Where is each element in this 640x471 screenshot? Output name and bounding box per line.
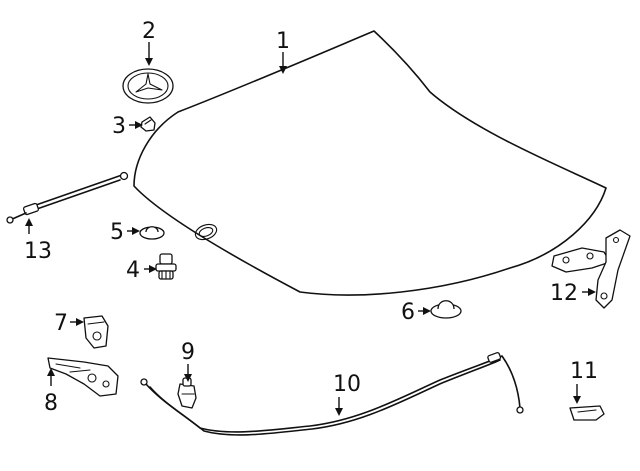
bracket-part (83, 315, 109, 349)
callout-10: 10 (333, 372, 361, 397)
leader-1 (279, 52, 287, 74)
emblem-part (122, 68, 174, 104)
callout-9: 9 (181, 340, 195, 365)
callout-6: 6 (401, 300, 415, 325)
grommet-part (140, 116, 156, 132)
callout-8: 8 (44, 391, 58, 416)
leader-13 (25, 218, 33, 234)
buffer-part (155, 253, 177, 280)
callout-2: 2 (142, 19, 156, 44)
bumper-part (430, 300, 462, 319)
leader-7 (70, 318, 84, 326)
leader-2 (145, 42, 153, 66)
release-handle-part (177, 377, 197, 409)
leader-8 (47, 368, 55, 386)
hood-hinge-part (551, 229, 631, 309)
gas-strut-part (6, 171, 129, 224)
callout-5: 5 (110, 220, 124, 245)
callout-11: 11 (570, 359, 598, 384)
release-cable-part (140, 352, 524, 436)
leader-5 (127, 227, 140, 235)
callout-numbers: 1 2 3 4 5 6 7 8 9 10 11 12 13 (24, 19, 598, 416)
hood-panel (133, 30, 607, 296)
seal-clip-part (139, 226, 165, 240)
hood-latch-part (47, 357, 119, 397)
lock-plate-part (569, 405, 605, 421)
leader-6 (418, 307, 431, 315)
leader-10 (335, 397, 343, 416)
callout-12: 12 (550, 281, 578, 306)
callout-7: 7 (54, 311, 68, 336)
leader-9 (184, 364, 192, 382)
star-emblem-icon (135, 73, 163, 93)
callout-1: 1 (276, 29, 290, 54)
leader-lines (25, 42, 596, 416)
callout-4: 4 (126, 258, 140, 283)
callout-13: 13 (24, 239, 52, 264)
leader-12 (582, 288, 596, 296)
leader-4 (144, 265, 157, 273)
leader-3 (129, 121, 143, 129)
callout-3: 3 (112, 114, 126, 139)
leader-11 (573, 384, 581, 404)
